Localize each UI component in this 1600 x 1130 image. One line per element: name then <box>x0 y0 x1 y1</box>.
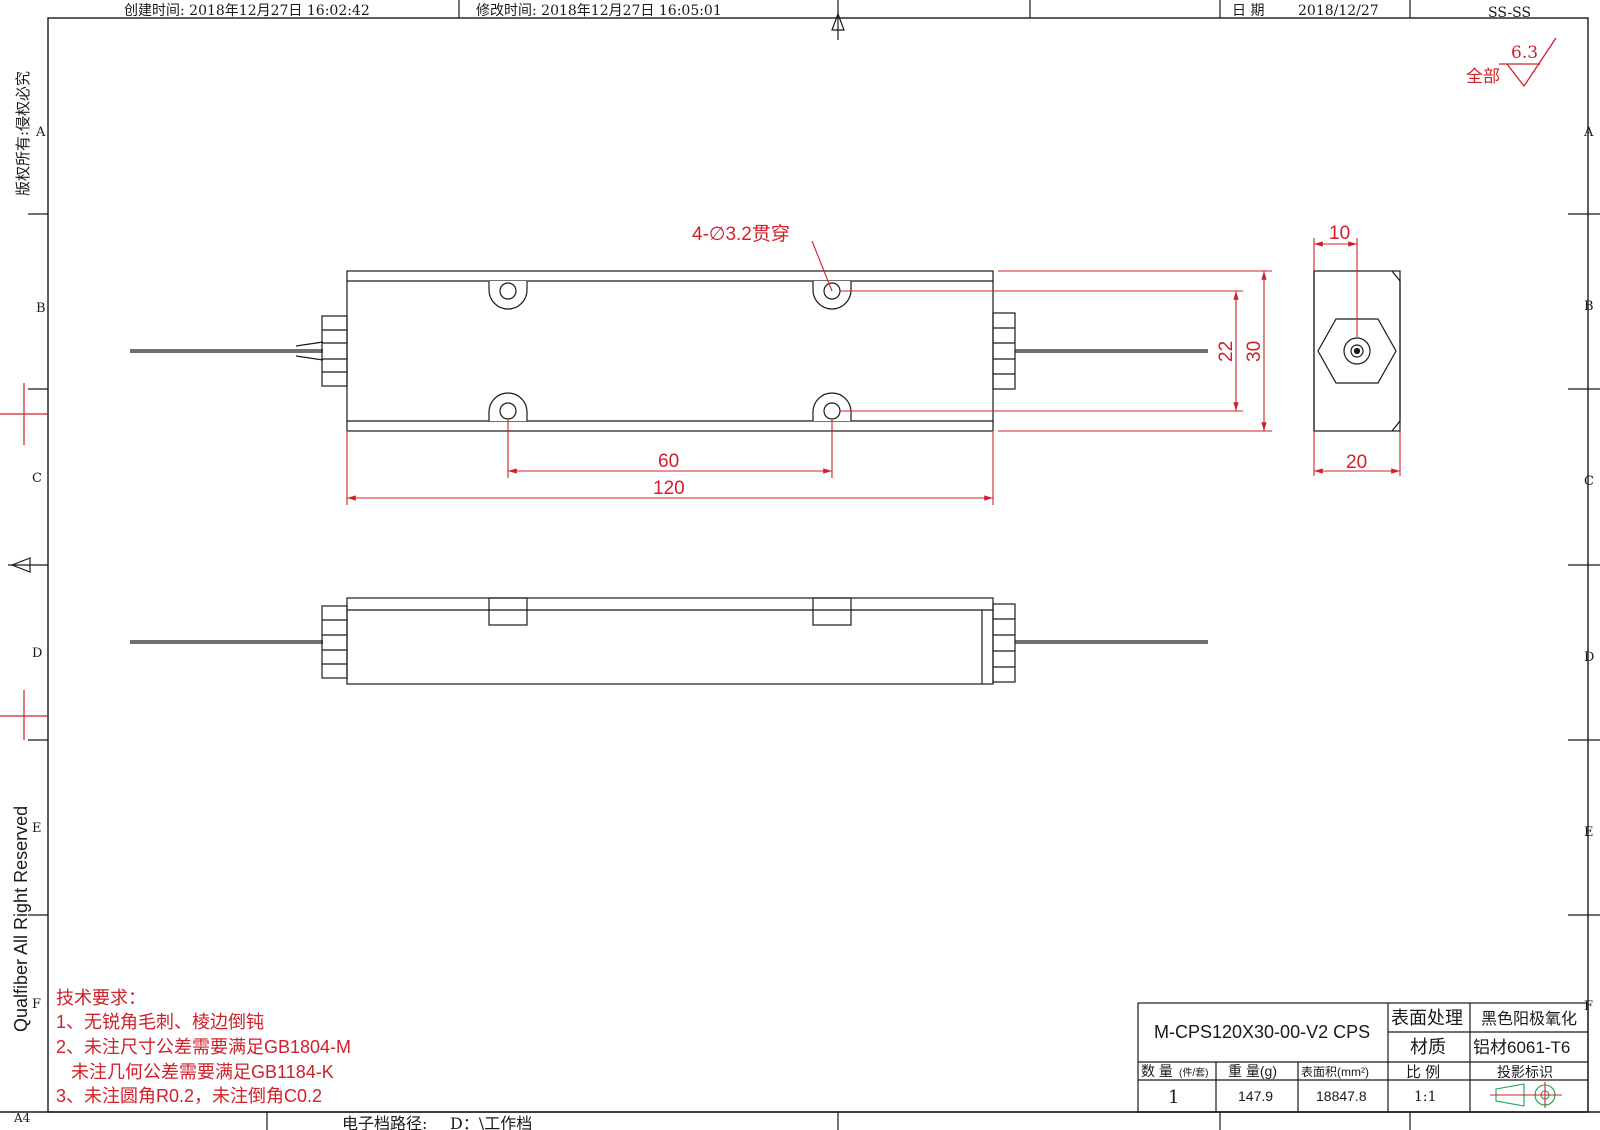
date-label: 日 期 <box>1232 3 1264 19</box>
zone-right-b: B <box>1584 299 1594 314</box>
title-block <box>1137 1002 1589 1113</box>
qty-value: 1 <box>1168 1087 1179 1108</box>
material-label: 材质 <box>1410 1037 1446 1057</box>
footer-strip <box>266 1112 1411 1130</box>
right-zone-ticks <box>1568 213 1600 916</box>
top-center-mark <box>831 0 845 40</box>
dim-hole-span: 22 <box>1216 341 1237 362</box>
left-zone-ticks <box>28 213 48 916</box>
tech-requirements: 技术要求： 1、无锐角毛刺、棱边倒钝 2、未注尺寸公差需要满足GB1804-M … <box>56 988 351 1106</box>
zone-right-c: C <box>1584 474 1594 489</box>
qty-unit: (件/套) <box>1179 1066 1208 1079</box>
elevation-view <box>130 597 1208 685</box>
dim-height: 30 <box>1244 341 1265 362</box>
area-value: 18847.8 <box>1316 1088 1367 1104</box>
paper-size: A4 <box>13 1111 31 1125</box>
zone-left-c: C <box>32 471 42 486</box>
tech-item-1: 1、无锐角毛刺、棱边倒钝 <box>56 1012 264 1032</box>
tech-title: 技术要求： <box>56 988 146 1008</box>
weight-value: 147.9 <box>1238 1088 1273 1104</box>
path-label: 电子档路径: <box>342 1114 427 1130</box>
left-registration-marks <box>0 383 48 740</box>
projection-symbol <box>1490 1082 1562 1108</box>
dim-side-small: 10 <box>1329 223 1350 244</box>
header-strip <box>458 0 1411 18</box>
roughness-value: 6.3 <box>1511 43 1538 63</box>
surface-label: 表面处理 <box>1391 1008 1463 1028</box>
date-value: 2018/12/27 <box>1298 3 1379 19</box>
tech-item-4: 3、未注圆角R0.2，未注倒角C0.2 <box>56 1086 322 1106</box>
section-label: SS-SS <box>1488 5 1531 21</box>
left-center-mark <box>8 557 48 573</box>
projection-label: 投影标识 <box>1497 1064 1553 1080</box>
dim-hole-pitch: 60 <box>658 451 679 472</box>
copyright-en: Qualfiber All Right Reserved <box>11 806 31 1032</box>
side-dimensions <box>1313 238 1401 476</box>
scale-value: 1:1 <box>1414 1089 1437 1105</box>
modified-time: 修改时间: 2018年12月27日 16:05:01 <box>476 3 722 19</box>
zone-left-d: D <box>32 646 42 661</box>
zone-letters: A B C D E F A B C D E F <box>32 125 1594 1014</box>
qty-label: 数 量 <box>1141 1063 1173 1079</box>
front-dimensions <box>346 240 1272 505</box>
surface-value: 黑色阳极氧化 <box>1481 1010 1577 1028</box>
zone-right-d: D <box>1584 650 1594 665</box>
dim-length: 120 <box>653 478 685 499</box>
roughness-label: 全部 <box>1466 67 1500 87</box>
hole-note: 4-∅3.2贯穿 <box>692 223 790 245</box>
dim-side-width: 20 <box>1346 452 1367 473</box>
created-time: 创建时间: 2018年12月27日 16:02:42 <box>124 3 370 19</box>
weight-label: 重 量(g) <box>1228 1063 1277 1079</box>
tech-item-3: 未注几何公差需要满足GB1184-K <box>56 1062 334 1082</box>
scale-label: 比 例 <box>1406 1064 1440 1081</box>
copyright-cn: 版权所有:侵权必究 <box>14 71 32 196</box>
area-label: 表面积(mm²) <box>1301 1065 1369 1079</box>
front-view <box>130 270 1208 432</box>
path-value: D：\工作档 <box>450 1114 532 1130</box>
part-number: M-CPS120X30-00-V2 CPS <box>1154 1022 1370 1042</box>
zone-left-a: A <box>35 125 46 140</box>
zone-left-f: F <box>32 997 41 1012</box>
sheet-frame <box>0 17 1600 1113</box>
zone-left-b: B <box>36 301 46 316</box>
zone-right-a: A <box>1583 125 1594 140</box>
zone-left-e: E <box>32 821 42 836</box>
material-value: 铝材6061-T6 <box>1473 1038 1570 1057</box>
roughness-symbol <box>1499 37 1557 88</box>
tech-item-2: 2、未注尺寸公差需要满足GB1804-M <box>56 1037 351 1057</box>
zone-right-e: E <box>1584 825 1594 840</box>
